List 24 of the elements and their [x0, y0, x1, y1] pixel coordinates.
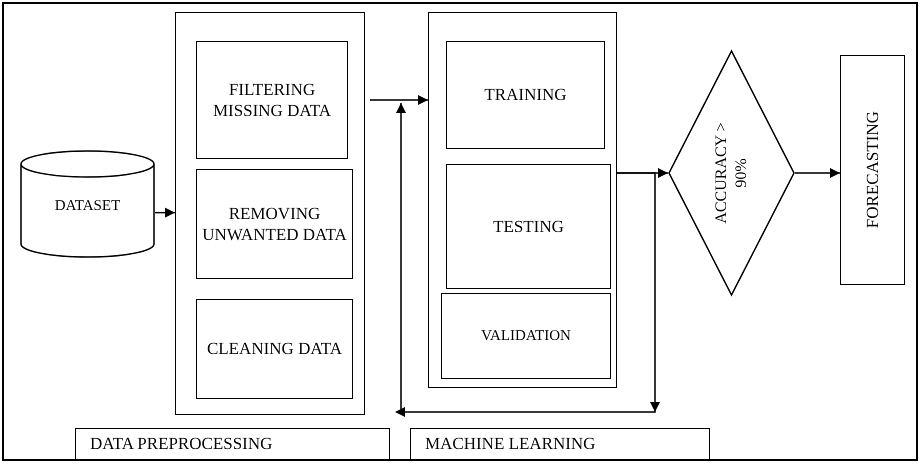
process-box	[196, 299, 353, 399]
section-label-box	[410, 428, 710, 460]
node-label: TESTING	[493, 216, 564, 238]
node-label: TRAINING	[484, 84, 567, 106]
node-label: MACHINE LEARNING	[424, 433, 596, 455]
node-label: DATA PREPROCESSING	[89, 433, 272, 455]
decision-diamond	[668, 50, 795, 296]
node-label: CLEANING DATA	[206, 338, 342, 360]
dataset-cylinder	[20, 150, 155, 258]
node-label: REMOVING UNWANTED DATA	[201, 202, 348, 246]
node-label: VALIDATION	[481, 326, 571, 346]
process-box	[196, 41, 348, 159]
node-label: FILTERING MISSING DATA	[212, 78, 332, 122]
process-box	[196, 169, 353, 279]
process-box	[446, 164, 611, 289]
node-label: FORECASTING	[862, 111, 883, 229]
group-container	[175, 12, 365, 415]
section-label-box	[75, 428, 390, 460]
node-label: ACCURACY > 90%	[712, 121, 750, 226]
node-label: DATASET	[54, 196, 120, 216]
process-box	[441, 293, 611, 379]
output-box	[840, 55, 905, 285]
process-box	[446, 41, 605, 149]
group-container	[428, 12, 617, 388]
